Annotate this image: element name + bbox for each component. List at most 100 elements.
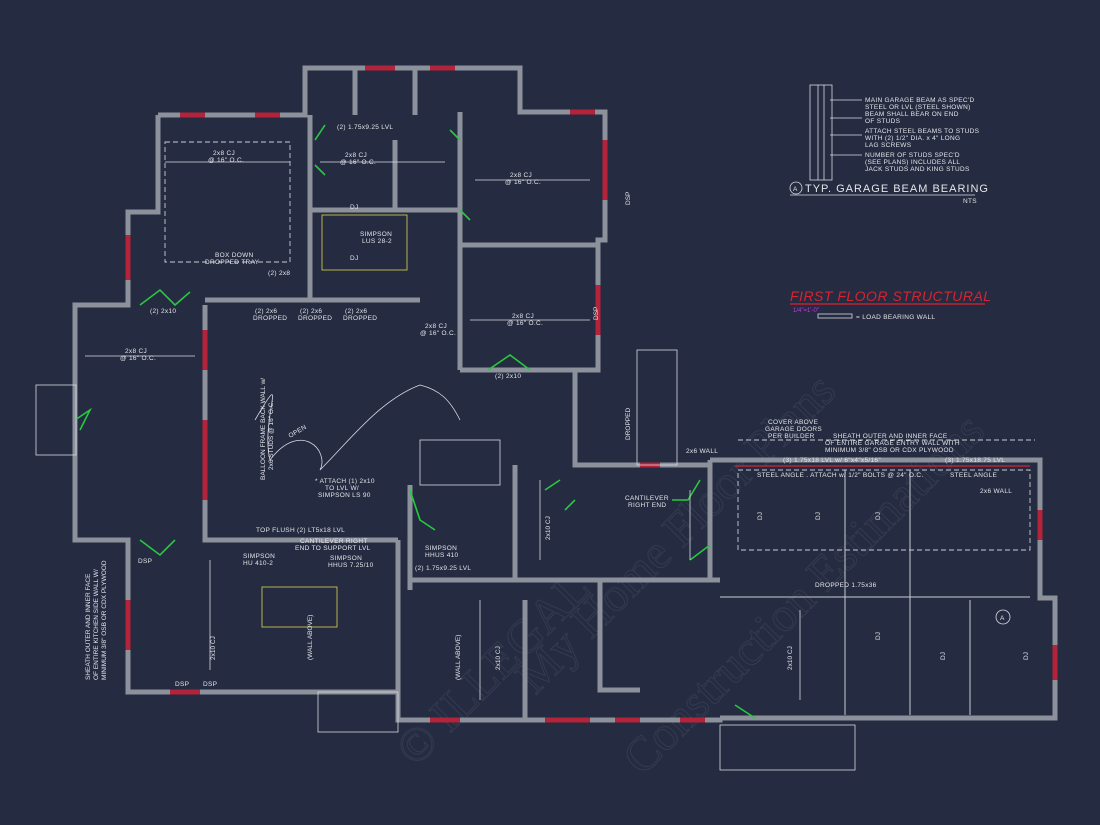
sheath-note: SHEATH OUTER AND INNER FACE [85, 573, 92, 680]
dsp-label: DSP [625, 192, 632, 205]
svg-text:My Home Floor Plans: My Home Floor Plans [506, 363, 846, 703]
box-down-label: DROPPED TRAY [205, 259, 260, 266]
balloon-frame-note: BALLOON FRAME BACK WALL w/ [260, 378, 267, 480]
beam-label: TOP FLUSH (2) LT5x18 LVL [256, 527, 345, 534]
sheet-scale: 1/4"=1'-0" [793, 308, 819, 314]
header-label: DROPPED [298, 315, 332, 322]
hanger-label: HHUS 410 [425, 552, 459, 559]
joist-label: 2x10 CJ [495, 646, 502, 670]
header-label: (2) 2x6 [300, 308, 322, 315]
sheet-title: FIRST FLOOR STRUCTURAL [790, 288, 992, 304]
joist-label: 2x10 CJ [210, 636, 217, 660]
joist-label: 2x8 CJ [512, 313, 534, 320]
hanger-label: SIMPSON [425, 545, 457, 552]
joist-label: 2x10 CJ [545, 516, 552, 540]
header-label: (2) 2x10 [495, 373, 521, 380]
dj-label: DJ [350, 255, 359, 262]
cantilever-note: RIGHT END [628, 502, 666, 509]
beam-label: (2) 1.75x9.25 LVL [337, 124, 393, 131]
attach-note: TO LVL W/ [325, 485, 359, 492]
joist-spacing: @ 16" O.C. [208, 157, 244, 164]
sheath-note: MINIMUM 3/8" OSB OR CDX PLYWOOD [101, 560, 108, 680]
header-label: (2) 2x6 [255, 308, 277, 315]
joist-label: 2x8 CJ [213, 150, 235, 157]
wall-note: 2x6 WALL [686, 448, 718, 455]
joist-label: 2x8 CJ [425, 323, 447, 330]
box-down-label: BOX DOWN [215, 252, 254, 259]
dj-label: DJ [940, 652, 947, 660]
detail-ref-marker [995, 609, 1011, 625]
doors [74, 124, 756, 719]
joist-label: 2x10 CJ [787, 646, 794, 670]
dj-label: DJ [875, 632, 882, 640]
wall-above-label: (WALL ABOVE) [307, 615, 314, 660]
joist-label: 2x8 CJ [125, 348, 147, 355]
dj-label: DJ [815, 512, 822, 520]
header-label: DROPPED [343, 315, 377, 322]
sheet-title-block: FIRST FLOOR STRUCTURAL 1/4"=1'-0" = LOAD… [790, 288, 992, 321]
load-bearing-wall-swatch [817, 313, 853, 319]
sheath-note: OF ENTIRE GARAGE ENTRY WALL WITH [825, 440, 960, 447]
attach-note: * ATTACH (1) 2x10 [315, 478, 375, 485]
dsp-label: DSP [138, 558, 152, 565]
detail-note: MAIN GARAGE BEAM AS SPEC'D [865, 97, 974, 104]
hanger-label: HHUS 7.25/10 [328, 562, 374, 569]
detail-note: STEEL OR LVL (STEEL SHOWN) [865, 104, 971, 111]
dj-label: DJ [875, 512, 882, 520]
beam-label: DROPPED 1.75x36 [815, 582, 877, 589]
steel-angle-note: STEEL ANGLE [950, 472, 997, 479]
dj-label: DJ [350, 204, 359, 211]
balloon-frame-note: 2x6 STUDS @ 16" O.C. [268, 401, 275, 470]
detail-notes: MAIN GARAGE BEAM AS SPEC'D STEEL OR LVL … [865, 97, 980, 173]
cover-note: COVER ABOVE [768, 419, 819, 426]
cantilever-note: CANTILEVER RIGHT [300, 538, 368, 545]
sheath-note: MINIMUM 3/8" OSB OR CDX PLYWOOD [825, 447, 954, 454]
hanger-label: SIMPSON [360, 231, 392, 238]
framing-lines [35, 141, 1035, 771]
cover-note: GARAGE DOORS [765, 426, 822, 433]
windows [125, 65, 1058, 723]
cover-note: PER BUILDER [768, 433, 815, 440]
legend-label: = LOAD BEARING WALL [856, 314, 935, 321]
hanger-label: LUS 28-2 [362, 238, 392, 245]
joist-spacing: @ 16" O.C. [507, 320, 543, 327]
detail-note: JACK STUDS AND KING STUDS [865, 166, 970, 173]
header-label: (2) 2x8 [268, 270, 290, 277]
header-label: (2) 2x6 [345, 308, 367, 315]
sheath-note: SHEATH OUTER AND INNER FACE [833, 433, 948, 440]
hanger-label: SIMPSON [330, 555, 362, 562]
detail-tag: A [793, 186, 798, 193]
hanger-label: SIMPSON [243, 553, 275, 560]
detail-note: WITH (2) 1/2" DIA. x 4" LONG [865, 135, 960, 142]
joist-spacing: @ 16" O.C. [505, 179, 541, 186]
cantilever-note: CANTILEVER [625, 495, 669, 502]
detail-note: OF STUDS [865, 118, 901, 125]
beam-label: (3) 1.75x18 LVL w/ 6"x4"x5/16" [783, 457, 881, 464]
hanger-label: HU 410-2 [243, 560, 273, 567]
cantilever-note: END TO SUPPORT LVL [295, 545, 371, 552]
open-label: OPEN [288, 424, 308, 440]
wall-note: 2x6 WALL [980, 488, 1012, 495]
detail-note: BEAM SHALL BEAR ON END [865, 111, 959, 118]
detail-note: ATTACH STEEL BEAMS TO STUDS [865, 128, 980, 135]
header-label: (2) 2x10 [150, 308, 176, 315]
dsp-label: DSP [203, 681, 217, 688]
joist-spacing: @ 16" O.C. [120, 355, 156, 362]
detail-title: TYP. GARAGE BEAM BEARING [805, 183, 989, 195]
dj-label: DJ [1023, 652, 1030, 660]
joist-spacing: @ 16" O.C. [420, 330, 456, 337]
detail-note: LAG SCREWS [865, 142, 912, 149]
steel-angle-note: STEEL ANGLE . ATTACH w/ 1/2" BOLTS @ 24"… [757, 472, 923, 479]
wall-above-label: (WALL ABOVE) [455, 635, 462, 680]
detail-note: NUMBER OF STUDS SPEC'D [865, 152, 960, 159]
dropped-label: DROPPED [625, 408, 632, 440]
joist-label: 2x8 CJ [510, 172, 532, 179]
attach-note: SIMPSON LS 90 [318, 492, 371, 499]
plan-labels: 2x8 CJ @ 16" O.C. BOX DOWN DROPPED TRAY … [85, 124, 669, 688]
joist-spacing: @ 16" O.C. [340, 159, 376, 166]
dsp-label: DSP [593, 307, 600, 320]
garage-labels: COVER ABOVE GARAGE DOORS PER BUILDER SHE… [686, 419, 1030, 670]
dsp-label: DSP [175, 681, 189, 688]
sheath-note: OF ENTIRE KITCHEN SIDE WALL W/ [93, 569, 100, 680]
